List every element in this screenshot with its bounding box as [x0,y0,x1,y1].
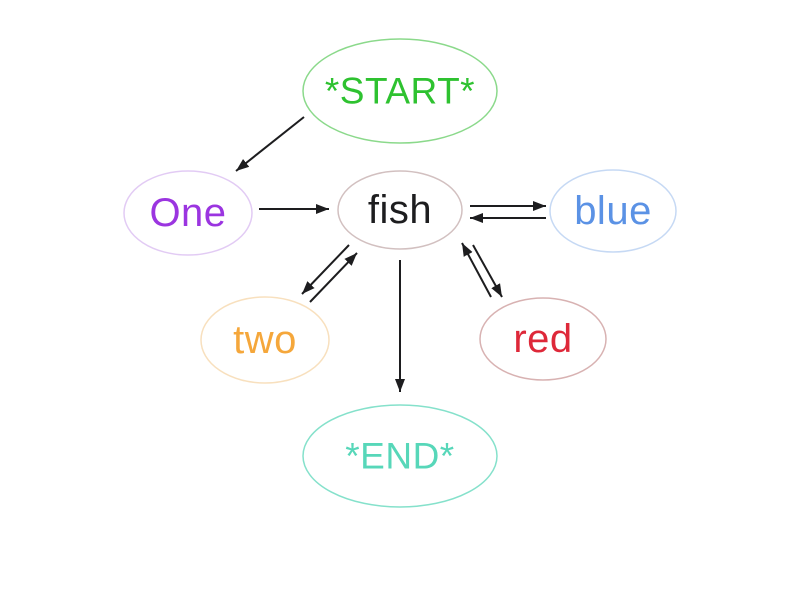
edge-two-fish [309,252,358,303]
node-ellipse-two [200,296,330,384]
node-ellipse-red [479,297,607,381]
node-red: red [479,297,607,381]
node-ellipse-start [302,38,498,144]
node-label-end: *END* [345,436,454,477]
node-label-two: two [233,318,297,362]
node-two: two [200,296,330,384]
node-one: One [123,170,253,256]
node-label-start: *START* [325,71,475,112]
node-start: *START* [302,38,498,144]
node-ellipse-blue [549,169,677,253]
node-fish: fish [337,170,463,250]
edge-start-one [235,116,305,172]
node-label-blue: blue [574,189,652,233]
edge-red-fish [461,242,492,298]
edge-fish-red [472,244,503,298]
node-label-fish: fish [368,188,432,232]
node-ellipse-end [302,404,498,508]
node-ellipse-fish [337,170,463,250]
node-ellipse-one [123,170,253,256]
node-label-red: red [513,317,572,361]
node-end: *END* [302,404,498,508]
node-label-one: One [149,191,226,235]
node-blue: blue [549,169,677,253]
edge-fish-two [301,244,350,295]
